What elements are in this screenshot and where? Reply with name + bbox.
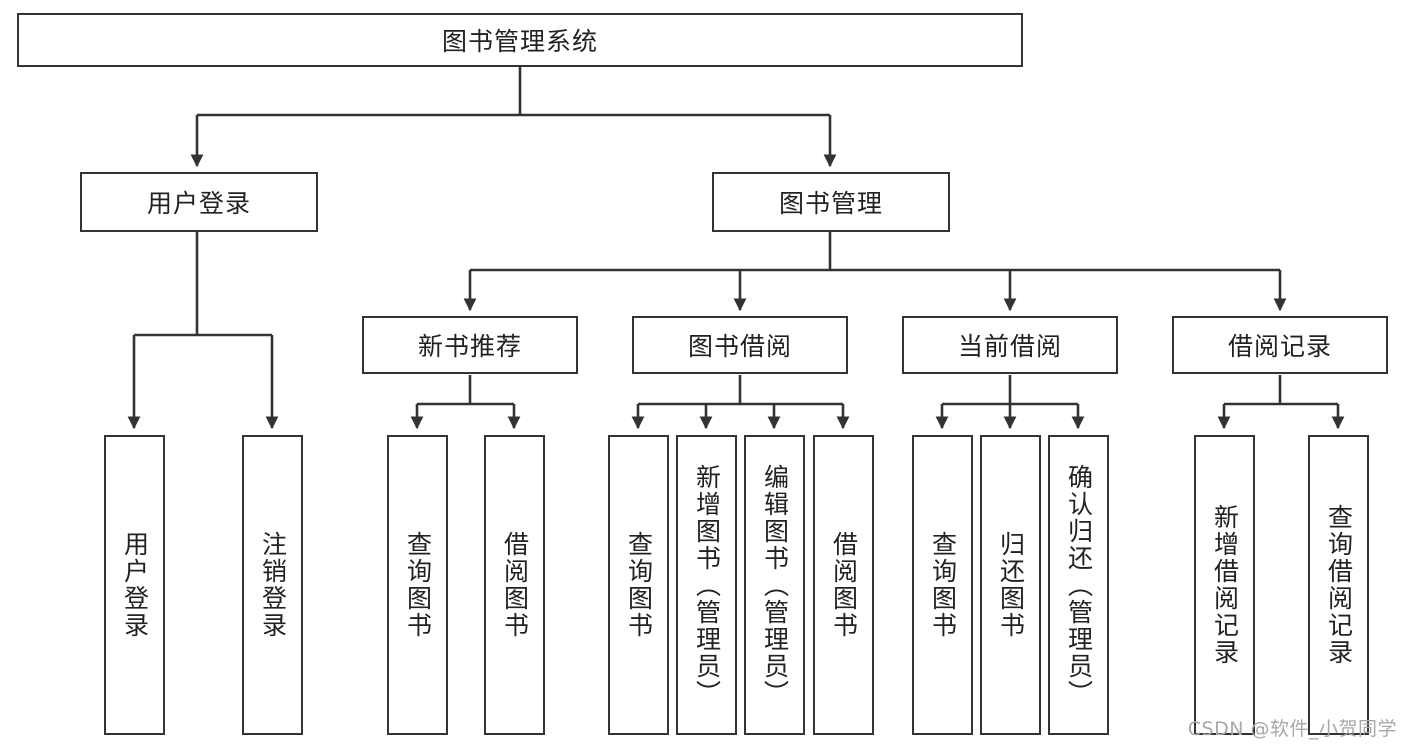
leaf-confirm-return-admin[interactable]: 确认归还（管理员） [1048, 435, 1109, 735]
node-borrow-record[interactable]: 借阅记录 [1172, 316, 1388, 374]
node-current-borrow[interactable]: 当前借阅 [902, 316, 1118, 374]
leaf-return-book[interactable]: 归还图书 [980, 435, 1041, 735]
node-label: 查询借阅记录 [1324, 504, 1354, 666]
node-label: 新增图书（管理员） [692, 463, 722, 707]
node-label: 借阅图书 [829, 531, 859, 639]
node-root-system[interactable]: 图书管理系统 [17, 13, 1023, 67]
leaf-borrow-book-recommend[interactable]: 借阅图书 [484, 435, 545, 735]
node-label: 用户登录 [120, 531, 150, 639]
node-label: 新书推荐 [417, 332, 522, 361]
node-label: 查询图书 [624, 531, 654, 639]
node-book-management[interactable]: 图书管理 [712, 172, 950, 232]
node-label: 确认归还（管理员） [1064, 463, 1094, 707]
node-label: 新增借阅记录 [1210, 504, 1240, 666]
leaf-query-book-current[interactable]: 查询图书 [912, 435, 973, 735]
leaf-edit-book-admin[interactable]: 编辑图书（管理员） [744, 435, 805, 735]
node-label: 注销登录 [258, 531, 288, 639]
node-label: 查询图书 [928, 531, 958, 639]
node-label: 图书借阅 [687, 332, 792, 361]
node-label: 图书管理 [778, 189, 883, 218]
node-new-book-recommend[interactable]: 新书推荐 [362, 316, 578, 374]
leaf-query-book-recommend[interactable]: 查询图书 [387, 435, 448, 735]
node-user-login[interactable]: 用户登录 [80, 172, 318, 232]
node-label: 借阅记录 [1227, 332, 1332, 361]
node-label: 当前借阅 [957, 332, 1062, 361]
leaf-borrow-book[interactable]: 借阅图书 [813, 435, 874, 735]
leaf-add-book-admin[interactable]: 新增图书（管理员） [676, 435, 737, 735]
csdn-watermark: CSDN @软件_小贺同学 [1187, 718, 1397, 740]
node-label: 编辑图书（管理员） [760, 463, 790, 707]
leaf-query-book-borrow[interactable]: 查询图书 [608, 435, 669, 735]
node-book-borrow[interactable]: 图书借阅 [632, 316, 848, 374]
node-label: 图书管理系统 [441, 27, 598, 56]
node-label: 归还图书 [996, 531, 1026, 639]
leaf-logout-login[interactable]: 注销登录 [242, 435, 303, 735]
node-label: 借阅图书 [500, 531, 530, 639]
leaf-add-borrow-record[interactable]: 新增借阅记录 [1194, 435, 1255, 735]
node-label: 用户登录 [146, 189, 251, 218]
node-label: 查询图书 [403, 531, 433, 639]
leaf-user-login[interactable]: 用户登录 [104, 435, 165, 735]
leaf-query-borrow-record[interactable]: 查询借阅记录 [1308, 435, 1369, 735]
